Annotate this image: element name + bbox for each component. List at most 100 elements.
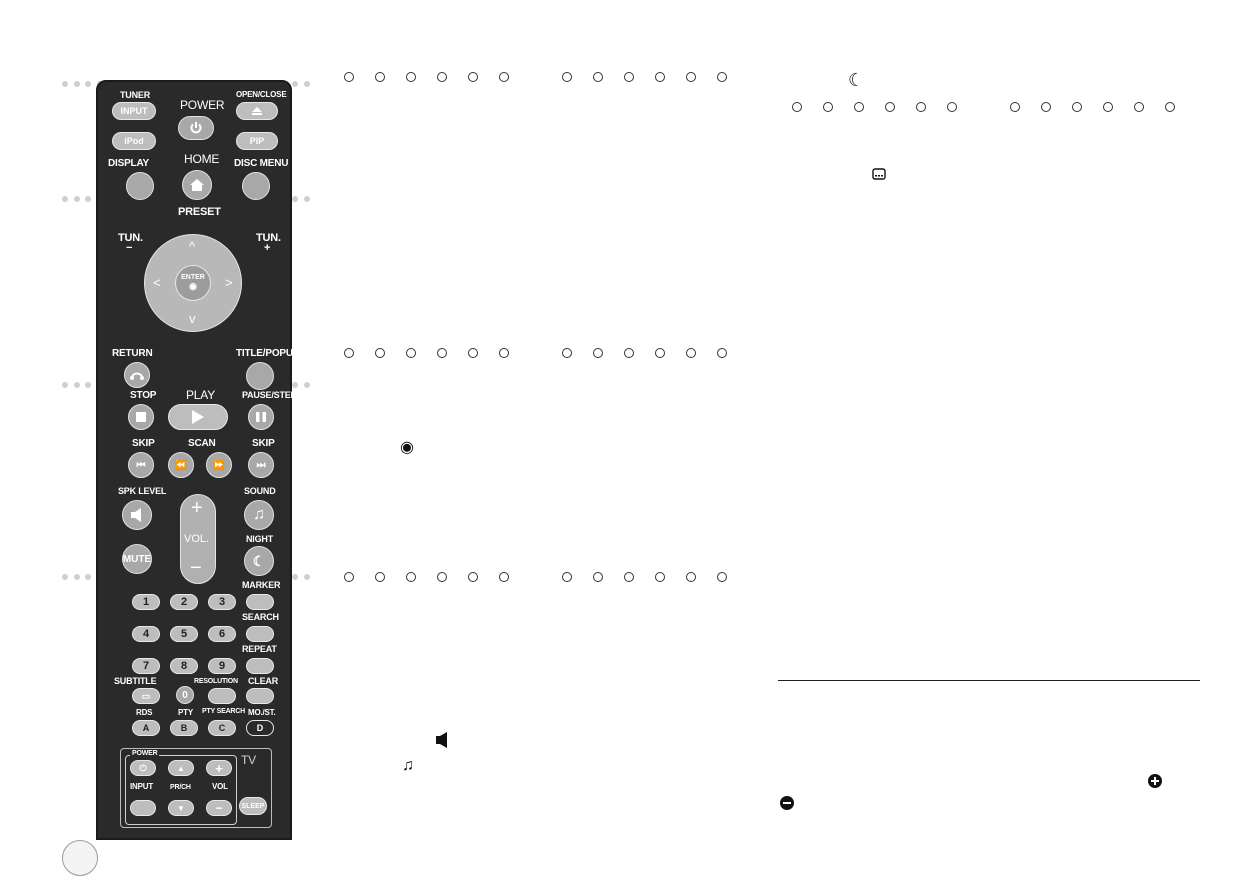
pr-ch-down-button[interactable]: ▼ (168, 800, 194, 816)
resolution-button[interactable] (208, 688, 236, 704)
display-button[interactable] (126, 172, 154, 200)
return-icon (130, 372, 144, 380)
search-button[interactable] (246, 626, 274, 642)
tv-vol-up-button[interactable]: + (206, 760, 232, 776)
mo-st-label: MO./ST. (248, 708, 276, 717)
marker-button[interactable] (246, 594, 274, 610)
ring-mark (468, 72, 478, 82)
tv-input-button[interactable] (130, 800, 156, 816)
pause-step-label: PAUSE/STEP (242, 390, 297, 400)
home-button[interactable] (182, 170, 212, 200)
music-note-icon: ♫ (253, 506, 265, 523)
separator-dot (62, 196, 68, 202)
rewind-button[interactable]: ⏪ (168, 452, 194, 478)
open-close-button[interactable] (236, 102, 278, 120)
spk-level-button[interactable] (122, 500, 152, 530)
down-arrow-icon[interactable]: v (189, 311, 196, 326)
num-2-button[interactable]: 2 (170, 594, 198, 610)
skip-forward-button[interactable]: ⏭ (248, 452, 274, 478)
separator-dot (73, 196, 80, 202)
ring-mark (437, 572, 447, 582)
num-3-button[interactable]: 3 (208, 594, 236, 610)
separator-dot (62, 574, 68, 580)
enter-button[interactable]: ENTER ◉ (175, 265, 211, 301)
num-1-button[interactable]: 1 (132, 594, 160, 610)
num-7-button[interactable]: 7 (132, 658, 160, 674)
return-button[interactable] (124, 362, 150, 388)
ring-mark (686, 72, 696, 82)
ring-mark (406, 348, 416, 358)
clear-label: CLEAR (248, 676, 278, 686)
mute-button[interactable]: MUTE (122, 544, 152, 574)
num-4-button[interactable]: 4 (132, 626, 160, 642)
repeat-button[interactable] (246, 658, 274, 674)
enter-label: ENTER (181, 274, 205, 281)
fast-forward-button[interactable]: ⏩ (206, 452, 232, 478)
tv-power-button[interactable]: ⏻ (130, 760, 156, 776)
play-label: PLAY (186, 388, 215, 402)
key-c-button[interactable]: C (208, 720, 236, 736)
disc-menu-button[interactable] (242, 172, 270, 200)
tv-control-frame: POWER ⏻ ▲ + INPUT PR/CH VOL ▼ − (125, 750, 237, 825)
separator-dot (292, 81, 298, 87)
pty-search-label: PTY SEARCH (202, 708, 245, 715)
ring-mark (406, 72, 416, 82)
ring-mark (1041, 102, 1051, 112)
ring-mark (655, 72, 665, 82)
clear-button[interactable] (246, 688, 274, 704)
num-5-button[interactable]: 5 (170, 626, 198, 642)
ring-mark (375, 348, 385, 358)
right-arrow-icon[interactable]: > (225, 275, 233, 290)
left-arrow-icon[interactable]: < (153, 275, 161, 290)
skip-back-button[interactable]: ⏮ (128, 452, 154, 478)
ring-mark (468, 348, 478, 358)
key-d-button[interactable]: D (246, 720, 274, 736)
ring-mark (823, 102, 833, 112)
ipod-button[interactable]: iPod (112, 132, 156, 150)
num-6-button[interactable]: 6 (208, 626, 236, 642)
separator-dot (303, 196, 310, 202)
key-b-button[interactable]: B (170, 720, 198, 736)
key-a-button[interactable]: A (132, 720, 160, 736)
night-label: NIGHT (246, 534, 273, 544)
vol-plus-icon[interactable]: + (191, 497, 203, 519)
separator-dot (85, 81, 91, 87)
title-popup-button[interactable] (246, 362, 274, 390)
tuner-label: TUNER (120, 90, 150, 100)
play-button[interactable] (168, 404, 228, 430)
ring-mark (437, 348, 447, 358)
pr-ch-up-button[interactable]: ▲ (168, 760, 194, 776)
pip-button[interactable]: PIP (236, 132, 278, 150)
night-moon-icon: ☾ (848, 70, 865, 90)
navigation-pad[interactable]: ^ v < > ENTER ◉ (144, 234, 242, 332)
ring-mark (593, 572, 603, 582)
plus-circle-icon (1148, 774, 1162, 792)
ring-mark (593, 72, 603, 82)
sleep-button[interactable]: SLEEP (239, 797, 267, 815)
stop-label: STOP (130, 390, 157, 401)
separator-dot (292, 574, 298, 580)
pause-step-button[interactable] (248, 404, 274, 430)
volume-rocker[interactable]: + VOL. − (180, 494, 216, 584)
input-button[interactable]: INPUT (112, 102, 156, 120)
skip-left-label: SKIP (132, 438, 155, 449)
tv-vol-down-button[interactable]: − (206, 800, 232, 816)
preset-label: PRESET (178, 206, 221, 218)
power-button[interactable] (178, 116, 214, 140)
separator-dot (85, 574, 91, 580)
up-arrow-icon[interactable]: ^ (189, 239, 196, 254)
ring-mark (344, 72, 354, 82)
minus-circle-icon (780, 796, 794, 814)
sound-button[interactable]: ♫ (244, 500, 274, 530)
num-0-button[interactable]: 0 (176, 686, 194, 704)
stop-button[interactable] (128, 404, 154, 430)
subtitle-button[interactable]: ▭ (132, 688, 160, 704)
vol-minus-icon[interactable]: − (190, 557, 202, 579)
ring-mark (344, 348, 354, 358)
num-8-button[interactable]: 8 (170, 658, 198, 674)
ring-mark (854, 102, 864, 112)
disc-menu-label: DISC MENU (234, 158, 289, 169)
num-9-button[interactable]: 9 (208, 658, 236, 674)
ring-mark (655, 348, 665, 358)
night-button[interactable]: ☾ (244, 546, 274, 576)
